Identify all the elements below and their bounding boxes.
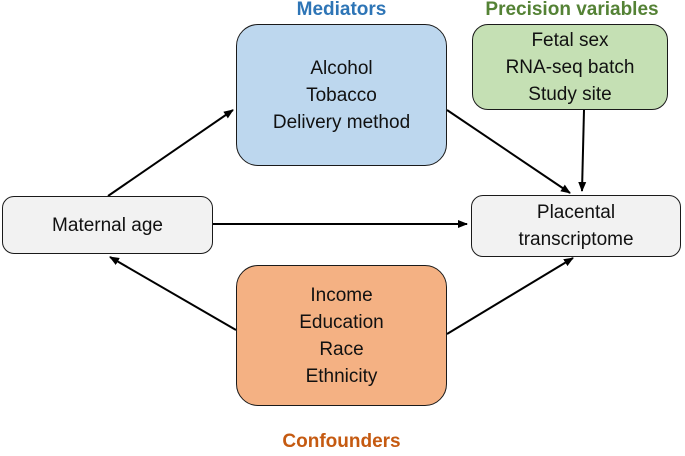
- precision-item: Fetal sex: [531, 29, 609, 51]
- mediators-heading: Mediators: [296, 0, 387, 20]
- mediator-item: Delivery method: [272, 111, 411, 133]
- precision-variables-heading: Precision variables: [485, 0, 659, 20]
- confounder-item: Race: [319, 338, 364, 360]
- arrow-confounders-to-transcriptome: [446, 257, 574, 335]
- precision-variables-node: Fetal sex RNA-seq batch Study site: [472, 24, 668, 110]
- outcome-line: Placental: [536, 202, 616, 223]
- outcome-line: transcriptome: [518, 229, 634, 250]
- precision-item: RNA-seq batch: [505, 56, 635, 78]
- confounder-item: Income: [310, 284, 373, 306]
- mediator-item: Alcohol: [310, 57, 373, 79]
- placental-transcriptome-node: Placental transcriptome: [471, 195, 681, 257]
- maternal-age-node: Maternal age: [2, 196, 213, 254]
- precision-item: Study site: [528, 83, 612, 105]
- confounder-item: Ethnicity: [305, 365, 378, 387]
- arrow-mediators-to-transcriptome: [446, 109, 571, 194]
- maternal-age-label: Maternal age: [52, 214, 163, 236]
- arrow-confounders-to-age: [109, 256, 237, 331]
- mediator-item: Tobacco: [306, 84, 377, 106]
- confounders-heading: Confounders: [282, 431, 401, 452]
- mediators-node: Alcohol Tobacco Delivery method: [236, 24, 447, 166]
- confounders-node: Income Education Race Ethnicity: [236, 265, 447, 406]
- arrow-precision-to-transcriptome: [578, 109, 587, 192]
- arrow-age-to-mediators: [107, 109, 234, 197]
- confounder-item: Education: [299, 311, 384, 333]
